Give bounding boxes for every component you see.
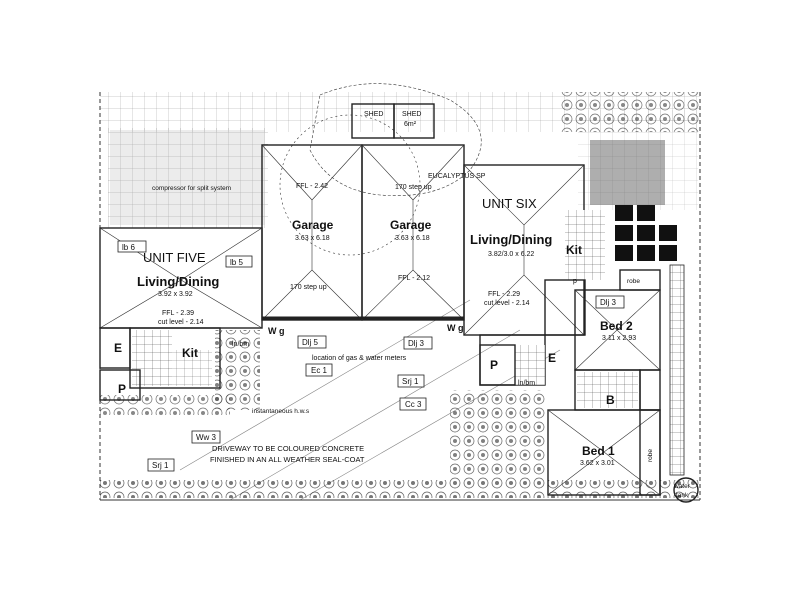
unit-five-wg-label: W g [268, 326, 285, 336]
unit-six-porch-label: P [490, 358, 498, 372]
unit-six-laundry-label: ln/bm [518, 380, 535, 387]
site-background [99, 83, 701, 501]
unit-five-title: UNIT FIVE [143, 250, 206, 265]
labels: UNIT FIVE Living/Dining 3.92 x 3.92 FFL … [114, 173, 691, 499]
unit-six-garage-label: Garage [390, 218, 432, 232]
driveway-note-line2: FINISHED IN AN ALL WEATHER SEAL-COAT [210, 455, 365, 464]
svg-text:lb 5: lb 5 [230, 258, 243, 267]
unit-five-living-size: 3.92 x 3.92 [158, 291, 193, 298]
sheds: SHED SHED 6m² [351, 103, 435, 139]
unit-six-cut-level: cut level - 2.14 [484, 300, 530, 307]
unit-six-step-label: 170 step up [395, 184, 432, 191]
unit-six-garage-size: 3.63 x 6.18 [395, 235, 430, 242]
shed-b-area: 6m² [404, 121, 417, 128]
unit-five-cut-level: cut level - 2.14 [158, 319, 204, 326]
unit-five-step-label: 170 step up [290, 284, 327, 291]
shed-a-label: SHED [364, 111, 383, 118]
unit-five-garage-ffl: FFL - 2.42 [296, 183, 328, 190]
tag-lb6: lb 6 [117, 240, 147, 253]
water-tank-label: tank [676, 492, 689, 499]
unit-six-entry-label: E [548, 351, 556, 365]
tag-ec1: Ec 1 [305, 363, 333, 377]
svg-text:Srj 1: Srj 1 [402, 377, 419, 386]
svg-text:Ec 1: Ec 1 [311, 366, 328, 375]
svg-text:Dlj 5: Dlj 5 [302, 338, 319, 347]
unit-six-ffl: FFL - 2.29 [488, 291, 520, 298]
tag-lb5: lb 5 [225, 255, 253, 268]
tag-dlj3a: Dlj 3 [403, 336, 433, 350]
unit-five-living-label: Living/Dining [137, 274, 219, 289]
tree-label: EUCALYPTUS SP [428, 173, 486, 180]
tag-ww3: Ww 3 [191, 430, 221, 444]
unit-six-living-size: 3.82/3.0 x 6.22 [488, 251, 534, 258]
svg-text:Dlj 3: Dlj 3 [600, 298, 617, 307]
svg-text:Cc 3: Cc 3 [405, 400, 422, 409]
unit-six [463, 164, 661, 496]
unit-five-ffl: FFL - 2.39 [162, 310, 194, 317]
unit-five-garage-size: 3.63 x 6.18 [295, 235, 330, 242]
tag-cc3: Cc 3 [399, 397, 427, 411]
svg-text:Ww 3: Ww 3 [196, 433, 217, 442]
unit-five-porch-label: P [118, 382, 126, 396]
right-pavers [615, 205, 699, 503]
unit-six-pantry-label: p [573, 278, 577, 285]
compressor-note: compressor for split system [152, 185, 231, 192]
tag-srj1b: Srj 1 [147, 458, 175, 472]
shed-b-label: SHED [402, 111, 421, 118]
unit-six-title: UNIT SIX [482, 196, 537, 211]
bath-label: B [606, 393, 615, 407]
gas-meter-note: location of gas & water meters [312, 355, 407, 362]
bed2-label: Bed 2 [600, 319, 633, 333]
bed1-size: 3.62 x 3.01 [580, 460, 615, 467]
unit-five [99, 227, 263, 401]
unit-six-kit-label: Kit [566, 243, 582, 257]
reference-tags: lb 6 lb 5 Dlj 5 Ec 1 Dlj 3 Srj 1 Cc 3 Dl… [117, 240, 625, 472]
tag-dlj3b: Dlj 3 [595, 295, 625, 309]
water-tank-label-1: water [673, 483, 691, 490]
driveway-note-line1: DRIVEWAY TO BE COLOURED CONCRETE [212, 444, 364, 453]
bed2-size: 3.11 x 2.93 [602, 335, 636, 342]
unit-six-garage-ffl: FFL - 2.12 [398, 275, 430, 282]
unit-six-living-label: Living/Dining [470, 232, 552, 247]
bed1-label: Bed 1 [582, 444, 615, 458]
tag-dlj5: Dlj 5 [297, 335, 327, 349]
unit-five-entry-label: E [114, 341, 122, 355]
robe-a-label: robe [627, 278, 640, 285]
unit-five-kit-label: Kit [182, 346, 198, 360]
unit-six-wg-label: W g [447, 323, 464, 333]
unit-five-laundry-label: ln/bm [232, 341, 249, 348]
hws-note: instantaneous h.w.s [252, 408, 310, 415]
unit-five-garage-label: Garage [292, 218, 334, 232]
robe-b-label: robe [647, 449, 654, 462]
garages [261, 144, 465, 321]
tag-srj1a: Srj 1 [397, 374, 425, 388]
svg-text:Dlj 3: Dlj 3 [408, 339, 425, 348]
svg-text:Srj 1: Srj 1 [152, 461, 169, 470]
svg-text:lb 6: lb 6 [122, 243, 135, 252]
